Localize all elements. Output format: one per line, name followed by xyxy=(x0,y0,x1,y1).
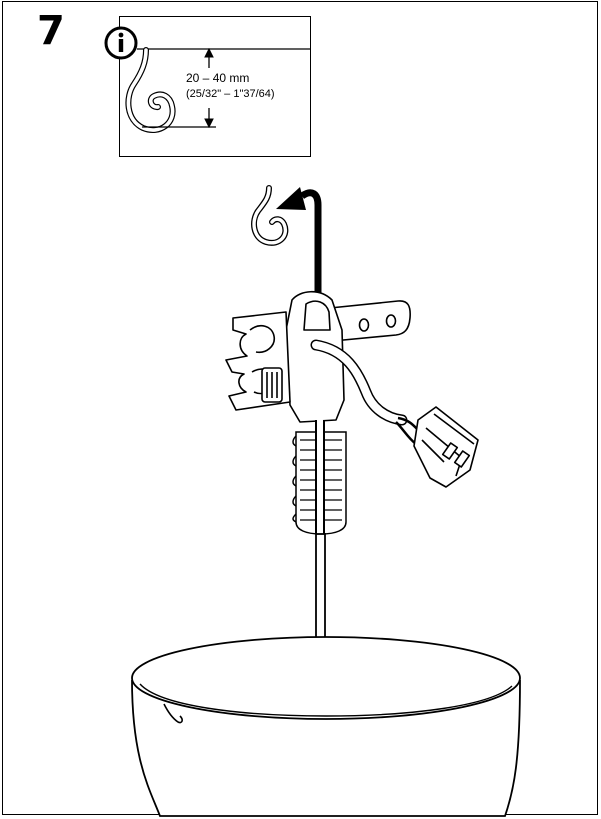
dimension-indicator xyxy=(142,47,216,129)
lamp-shade xyxy=(131,636,521,817)
info-icon xyxy=(104,26,138,60)
measure-metric: 20 – 40 mm xyxy=(186,71,250,85)
cord-grip-clamp xyxy=(225,290,411,423)
connector-plug xyxy=(413,406,479,488)
measure-imperial: (25/32" – 1"37/64) xyxy=(186,88,275,100)
cable xyxy=(310,339,421,445)
info-box xyxy=(119,16,311,157)
hook-detail-icon xyxy=(125,47,176,133)
step-number: 7 xyxy=(37,8,65,54)
ceiling-hook-icon xyxy=(251,185,289,246)
threaded-tube xyxy=(292,420,347,535)
hang-arrow xyxy=(276,187,322,310)
